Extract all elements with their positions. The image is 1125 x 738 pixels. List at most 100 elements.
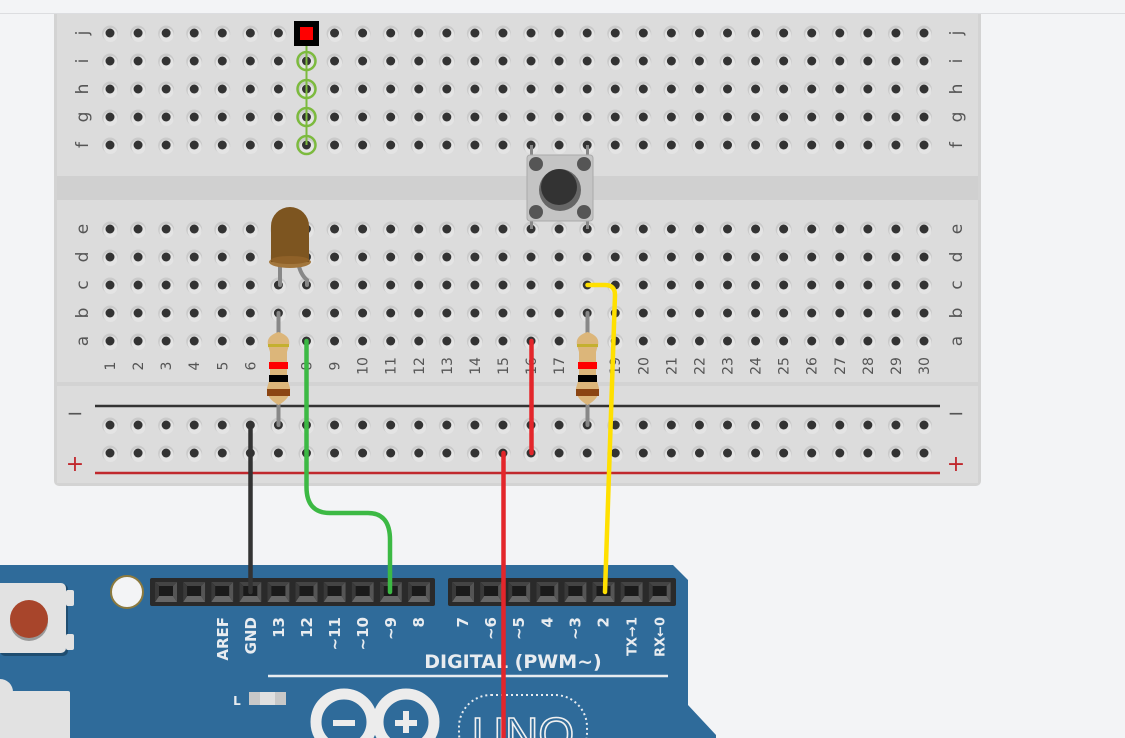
breadboard-hole[interactable] [859, 53, 876, 71]
breadboard-hole[interactable] [438, 25, 455, 43]
breadboard-hole[interactable] [466, 305, 483, 323]
breadboard-hole[interactable] [326, 53, 343, 71]
breadboard-hole[interactable] [635, 305, 652, 323]
breadboard-hole[interactable] [803, 333, 820, 351]
breadboard-hole[interactable] [523, 305, 540, 323]
breadboard-hole[interactable] [663, 249, 680, 267]
breadboard-hole[interactable] [326, 445, 343, 463]
breadboard-hole[interactable] [214, 417, 231, 435]
breadboard-hole[interactable] [887, 221, 904, 239]
header-pin[interactable] [620, 582, 643, 602]
breadboard-hole[interactable] [635, 221, 652, 239]
breadboard-hole[interactable] [803, 249, 820, 267]
breadboard-hole[interactable] [887, 445, 904, 463]
breadboard-hole[interactable] [831, 445, 848, 463]
breadboard-hole[interactable] [775, 137, 792, 155]
breadboard-hole[interactable] [831, 137, 848, 155]
breadboard-hole[interactable] [887, 137, 904, 155]
breadboard-hole[interactable] [916, 445, 932, 463]
breadboard-hole[interactable] [438, 417, 455, 435]
breadboard-hole[interactable] [607, 221, 624, 239]
breadboard-hole[interactable] [466, 249, 483, 267]
breadboard-hole[interactable] [691, 53, 708, 71]
breadboard-hole[interactable] [859, 25, 876, 43]
breadboard-hole[interactable] [887, 305, 904, 323]
breadboard-hole[interactable] [551, 25, 568, 43]
breadboard-hole[interactable] [326, 277, 343, 295]
breadboard-hole[interactable] [635, 333, 652, 351]
breadboard-hole[interactable] [102, 249, 118, 267]
breadboard-hole[interactable] [438, 445, 455, 463]
breadboard-hole[interactable] [382, 81, 399, 99]
breadboard-hole[interactable] [803, 53, 820, 71]
breadboard-hole[interactable] [831, 109, 848, 127]
led-signal-wire[interactable] [304, 338, 393, 595]
breadboard-hole[interactable] [438, 53, 455, 71]
breadboard-hole[interactable] [410, 249, 427, 267]
breadboard-hole[interactable] [635, 25, 652, 43]
breadboard-hole[interactable] [214, 221, 231, 239]
header-pin[interactable] [239, 582, 262, 602]
breadboard-hole[interactable] [579, 249, 596, 267]
breadboard-hole[interactable] [803, 277, 820, 295]
breadboard-hole[interactable] [158, 25, 175, 43]
breadboard-hole[interactable] [663, 221, 680, 239]
breadboard-hole[interactable] [214, 109, 231, 127]
breadboard-hole[interactable] [859, 417, 876, 435]
breadboard-hole[interactable] [410, 417, 427, 435]
breadboard-hole[interactable] [635, 417, 652, 435]
breadboard-hole[interactable] [607, 137, 624, 155]
breadboard-hole[interactable] [214, 277, 231, 295]
breadboard-hole[interactable] [551, 221, 568, 239]
breadboard-hole[interactable] [747, 221, 764, 239]
breadboard-hole[interactable] [354, 109, 371, 127]
breadboard-hole[interactable] [410, 81, 427, 99]
header-pin[interactable] [155, 582, 177, 602]
breadboard-hole[interactable] [916, 81, 932, 99]
breadboard-hole[interactable] [494, 25, 511, 43]
breadboard-hole[interactable] [438, 81, 455, 99]
breadboard-hole[interactable] [579, 109, 596, 127]
header-pin[interactable] [480, 582, 503, 602]
breadboard-hole[interactable] [438, 249, 455, 267]
breadboard-hole[interactable] [158, 333, 175, 351]
breadboard-hole[interactable] [916, 137, 932, 155]
breadboard-hole[interactable] [214, 53, 231, 71]
breadboard-hole[interactable] [691, 109, 708, 127]
breadboard-hole[interactable] [466, 53, 483, 71]
breadboard-hole[interactable] [326, 25, 343, 43]
breadboard-hole[interactable] [242, 25, 259, 43]
breadboard-hole[interactable] [607, 81, 624, 99]
breadboard-hole[interactable] [242, 277, 259, 295]
breadboard-hole[interactable] [551, 137, 568, 155]
breadboard-hole[interactable] [523, 25, 540, 43]
breadboard-hole[interactable] [494, 305, 511, 323]
breadboard-hole[interactable] [803, 305, 820, 323]
breadboard-hole[interactable] [102, 25, 118, 43]
breadboard-hole[interactable] [551, 417, 568, 435]
breadboard-hole[interactable] [438, 333, 455, 351]
breadboard-hole[interactable] [859, 277, 876, 295]
breadboard-hole[interactable] [831, 221, 848, 239]
breadboard-hole[interactable] [663, 445, 680, 463]
breadboard-hole[interactable] [859, 109, 876, 127]
breadboard-hole[interactable] [326, 109, 343, 127]
breadboard-hole[interactable] [523, 277, 540, 295]
breadboard-hole[interactable] [214, 25, 231, 43]
breadboard-hole[interactable] [803, 109, 820, 127]
breadboard-hole[interactable] [354, 417, 371, 435]
breadboard-hole[interactable] [916, 305, 932, 323]
breadboard-hole[interactable] [354, 25, 371, 43]
breadboard-hole[interactable] [635, 109, 652, 127]
breadboard-hole[interactable] [382, 221, 399, 239]
breadboard-hole[interactable] [438, 137, 455, 155]
header-pin[interactable] [648, 582, 671, 602]
header-pin[interactable] [407, 582, 430, 602]
breadboard-hole[interactable] [130, 333, 147, 351]
breadboard-hole[interactable] [186, 25, 203, 43]
breadboard-hole[interactable] [242, 221, 259, 239]
breadboard-hole[interactable] [214, 249, 231, 267]
breadboard-hole[interactable] [270, 109, 287, 127]
breadboard-hole[interactable] [410, 333, 427, 351]
breadboard-hole[interactable] [242, 109, 259, 127]
